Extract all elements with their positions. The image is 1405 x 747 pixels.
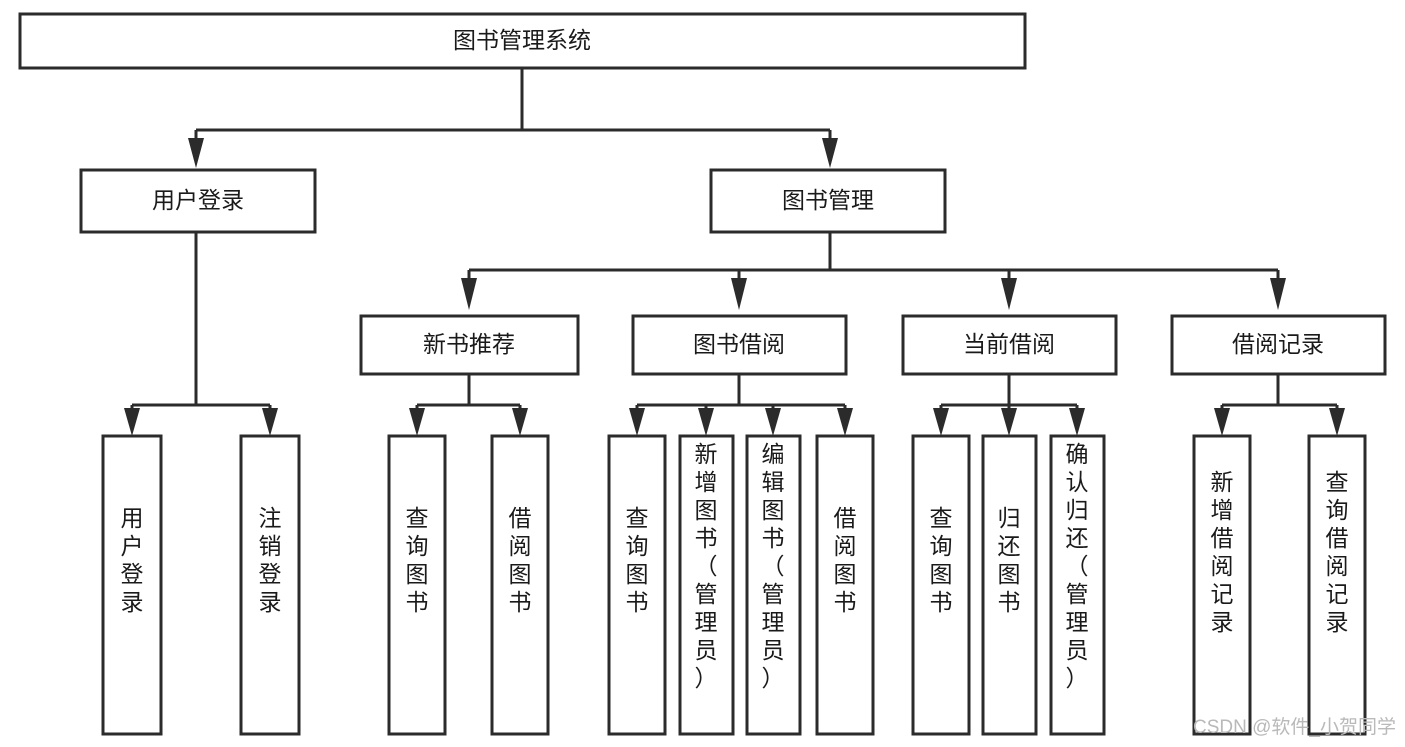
node-book-borrow-label: 图书借阅 bbox=[693, 331, 785, 357]
arrow-head-borrow-record bbox=[1270, 278, 1286, 310]
node-current-borrow[interactable]: 当前借阅 bbox=[901, 314, 1118, 376]
arrow-head-leaf-borrow-book-b bbox=[837, 408, 853, 436]
arrow-head-leaf-return-book bbox=[1001, 408, 1017, 436]
arrow-head-user-login bbox=[188, 138, 204, 168]
node-leaf-query-record[interactable]: 查询借阅记录 bbox=[1307, 434, 1367, 736]
node-leaf-add-record-box[interactable] bbox=[1192, 434, 1252, 736]
node-leaf-borrow-book-b-box[interactable] bbox=[815, 434, 875, 736]
arrow-head-leaf-query-record bbox=[1329, 408, 1345, 436]
node-root-label: 图书管理系统 bbox=[453, 27, 591, 53]
node-leaf-edit-book[interactable]: 编辑图书（管理员） bbox=[745, 434, 802, 736]
node-leaf-add-book[interactable]: 新增图书（管理员） bbox=[678, 434, 735, 736]
node-book-manage-label: 图书管理 bbox=[782, 187, 874, 213]
arrow-head-current-borrow bbox=[1001, 278, 1017, 310]
node-leaf-confirm-return-box[interactable] bbox=[1049, 434, 1106, 736]
node-leaf-return-book[interactable]: 归还图书 bbox=[981, 434, 1038, 736]
node-user-login[interactable]: 用户登录 bbox=[79, 168, 317, 234]
node-leaf-return-book-label: 归还图书 bbox=[998, 505, 1021, 615]
node-leaf-add-book-box[interactable] bbox=[678, 434, 735, 736]
node-current-borrow-box[interactable] bbox=[901, 314, 1118, 376]
node-book-borrow[interactable]: 图书借阅 bbox=[631, 314, 848, 376]
arrow-head-leaf-borrow-book-a bbox=[512, 408, 528, 436]
arrow-head-leaf-query-book-b bbox=[629, 408, 645, 436]
arrow-head-leaf-logout bbox=[262, 408, 278, 436]
connector-group-root bbox=[188, 68, 838, 168]
node-user-login-box[interactable] bbox=[79, 168, 317, 234]
node-leaf-confirm-return-label: 确认归还（管理员） bbox=[1066, 441, 1089, 691]
node-new-book-rec[interactable]: 新书推荐 bbox=[359, 314, 580, 376]
node-root-box[interactable] bbox=[18, 12, 1027, 70]
arrow-head-leaf-confirm-return bbox=[1069, 408, 1085, 436]
node-book-manage[interactable]: 图书管理 bbox=[709, 168, 947, 234]
node-leaf-borrow-book-b-label: 借阅图书 bbox=[834, 505, 857, 615]
node-leaf-logout-label: 注销登录 bbox=[259, 505, 282, 615]
node-borrow-record-label: 借阅记录 bbox=[1232, 331, 1324, 357]
node-leaf-query-book-a[interactable]: 查询图书 bbox=[387, 434, 447, 736]
node-leaf-confirm-return[interactable]: 确认归还（管理员） bbox=[1049, 434, 1106, 736]
node-leaf-query-book-c[interactable]: 查询图书 bbox=[911, 434, 971, 736]
node-leaf-add-record-label: 新增借阅记录 bbox=[1211, 469, 1234, 635]
node-leaf-add-book-label: 新增图书（管理员） bbox=[695, 441, 718, 691]
arrow-head-book-manage bbox=[822, 138, 838, 168]
node-book-manage-box[interactable] bbox=[709, 168, 947, 234]
node-leaf-query-book-b-label: 查询图书 bbox=[626, 505, 649, 615]
arrow-head-leaf-query-book-c bbox=[933, 408, 949, 436]
arrow-head-book-borrow bbox=[731, 278, 747, 310]
arrow-head-leaf-add-record bbox=[1214, 408, 1230, 436]
node-leaf-user-login-label: 用户登录 bbox=[121, 505, 144, 615]
node-borrow-record-box[interactable] bbox=[1170, 314, 1387, 376]
node-leaf-borrow-book-b[interactable]: 借阅图书 bbox=[815, 434, 875, 736]
arrow-head-leaf-add-book bbox=[698, 408, 714, 436]
node-leaf-return-book-box[interactable] bbox=[981, 434, 1038, 736]
connector-group-book-manage bbox=[461, 232, 1286, 310]
node-leaf-query-book-c-box[interactable] bbox=[911, 434, 971, 736]
node-new-book-rec-box[interactable] bbox=[359, 314, 580, 376]
node-leaf-query-book-b[interactable]: 查询图书 bbox=[607, 434, 667, 736]
connector-group-current-borrow bbox=[933, 374, 1085, 436]
node-current-borrow-label: 当前借阅 bbox=[963, 331, 1055, 357]
node-leaf-add-record[interactable]: 新增借阅记录 bbox=[1192, 434, 1252, 736]
arrow-head-leaf-edit-book bbox=[765, 408, 781, 436]
connector-group-borrow-record bbox=[1214, 374, 1345, 436]
node-leaf-user-login-box[interactable] bbox=[101, 434, 163, 736]
node-leaf-query-book-a-box[interactable] bbox=[387, 434, 447, 736]
node-leaf-edit-book-box[interactable] bbox=[745, 434, 802, 736]
node-new-book-rec-label: 新书推荐 bbox=[423, 331, 515, 357]
arrow-head-leaf-user-login bbox=[124, 408, 140, 436]
node-root[interactable]: 图书管理系统 bbox=[18, 12, 1027, 70]
connector-group-book-borrow bbox=[629, 374, 853, 436]
node-leaf-logout[interactable]: 注销登录 bbox=[239, 434, 301, 736]
node-book-borrow-box[interactable] bbox=[631, 314, 848, 376]
csdn-watermark: CSDN @软件_小贺同学 bbox=[1193, 716, 1396, 738]
node-leaf-query-record-box[interactable] bbox=[1307, 434, 1367, 736]
node-leaf-logout-box[interactable] bbox=[239, 434, 301, 736]
node-leaf-user-login[interactable]: 用户登录 bbox=[101, 434, 163, 736]
node-borrow-record[interactable]: 借阅记录 bbox=[1170, 314, 1387, 376]
node-user-login-label: 用户登录 bbox=[152, 187, 244, 213]
arrow-head-leaf-query-book-a bbox=[409, 408, 425, 436]
node-leaf-query-book-b-box[interactable] bbox=[607, 434, 667, 736]
arrow-head-new-book-rec bbox=[461, 278, 477, 310]
node-leaf-borrow-book-a-label: 借阅图书 bbox=[509, 505, 532, 615]
node-leaf-query-record-label: 查询借阅记录 bbox=[1326, 469, 1349, 635]
node-leaf-query-book-c-label: 查询图书 bbox=[930, 505, 953, 615]
connector-group-new-book-rec bbox=[409, 374, 528, 436]
node-leaf-borrow-book-a-box[interactable] bbox=[490, 434, 550, 736]
node-leaf-edit-book-label: 编辑图书（管理员） bbox=[762, 441, 785, 691]
node-leaf-borrow-book-a[interactable]: 借阅图书 bbox=[490, 434, 550, 736]
connector-group-user-login bbox=[124, 232, 278, 436]
node-leaf-query-book-a-label: 查询图书 bbox=[406, 505, 429, 615]
